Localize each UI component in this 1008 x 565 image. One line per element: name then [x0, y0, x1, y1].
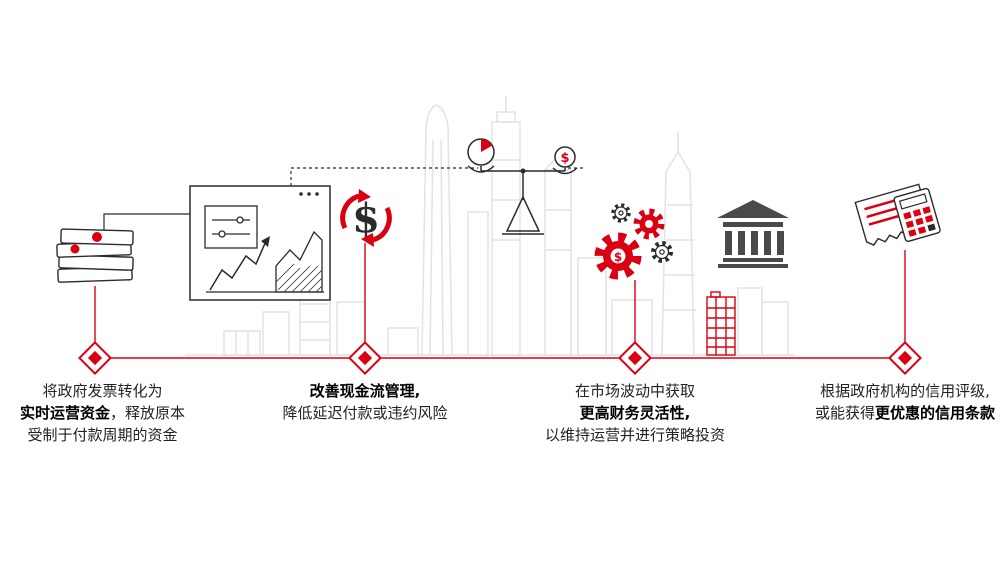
- caption-credit-terms: 根据政府机构的信用评级, 或能获得更优惠的信用条款: [795, 380, 1008, 424]
- cash-flow-icon: $: [340, 189, 392, 247]
- caption-line: 根据政府机构的信用评级,: [820, 382, 990, 400]
- red-building-icon: [706, 291, 736, 356]
- caption-line: 在市场波动中获取: [574, 382, 695, 400]
- caption-line: 改善现金流管理,: [309, 382, 421, 400]
- caption-line: 更高财务灵活性,: [579, 404, 691, 422]
- timeline-milestone-marker: [888, 341, 922, 375]
- area-chart-icon: [275, 230, 323, 293]
- outline-gear-icon: [611, 203, 631, 223]
- caption-line: 以维持运营并进行策略投资: [544, 426, 725, 444]
- caption-cashflow: 改善现金流管理, 降低延迟付款或违约风险: [255, 380, 475, 424]
- caption-line: 或能获得更优惠的信用条款: [814, 404, 996, 422]
- window-dots-icon: [299, 192, 319, 196]
- caption-line: 将政府发票转化为: [42, 382, 163, 400]
- caption-line: 降低延迟付款或违约风险: [282, 404, 448, 422]
- timeline: [78, 243, 922, 375]
- gears-icon: $: [594, 203, 673, 280]
- banknotes-stack-icon: [56, 228, 134, 283]
- invoice-calculator-icon: [854, 183, 941, 246]
- svg-text:$: $: [614, 250, 622, 264]
- red-gear-medium-icon: [633, 208, 665, 240]
- svg-text:$: $: [560, 151, 569, 166]
- red-gear-dollar-icon: $: [594, 232, 642, 280]
- outline-gear-icon: [651, 241, 673, 263]
- slider-panel-icon: [204, 205, 258, 249]
- balance-scale-icon: $: [467, 138, 578, 235]
- calculator-icon: [893, 187, 941, 243]
- timeline-milestone-marker: [78, 341, 112, 375]
- bank-building-icon: [717, 200, 789, 268]
- timeline-milestone-marker: [618, 341, 652, 375]
- caption-working-capital: 将政府发票转化为 实时运营资金，释放原本 受制于付款周期的资金: [0, 380, 205, 446]
- pie-chart-icon: [467, 138, 495, 166]
- timeline-milestone-marker: [348, 341, 382, 375]
- dollar-coin-icon: $: [554, 146, 576, 168]
- analytics-window-icon: [189, 185, 331, 301]
- caption-line: 受制于付款周期的资金: [27, 426, 178, 444]
- caption-line: 实时运营资金，释放原本: [19, 404, 186, 422]
- caption-flexibility: 在市场波动中获取 更高财务灵活性, 以维持运营并进行策略投资: [512, 380, 758, 446]
- dollar-glyph: $: [352, 195, 380, 242]
